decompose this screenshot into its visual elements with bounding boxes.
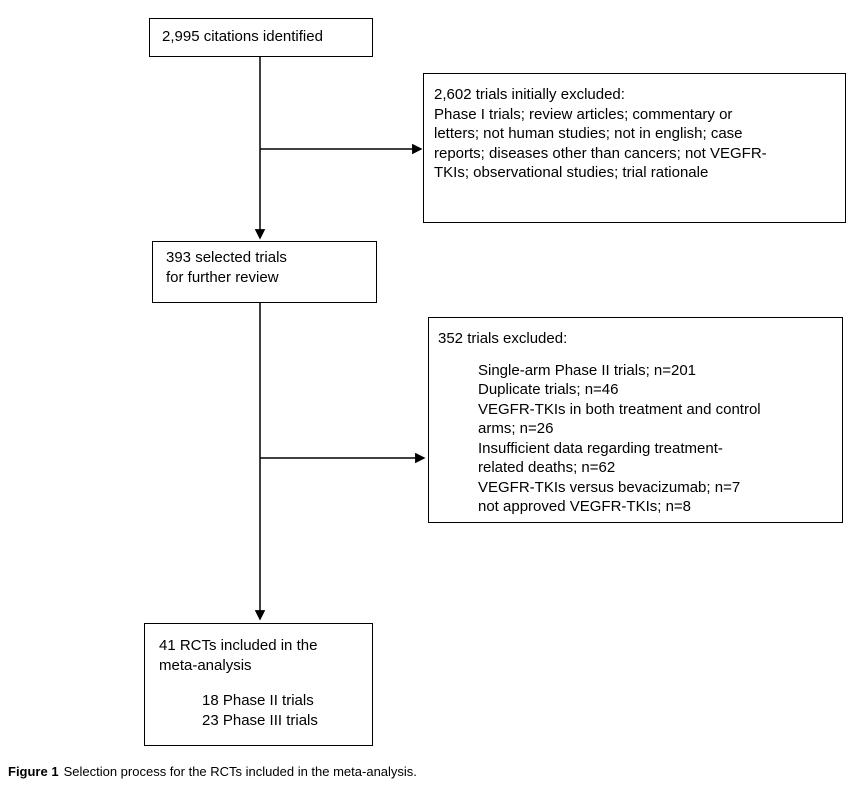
trials-excluded-item: VEGFR-TKIs in both treatment and control [478, 400, 761, 418]
figure-caption-text: Selection process for the RCTs included … [63, 764, 417, 779]
selected-trials-box: 393 selected trials for further review [152, 241, 377, 303]
rcts-included-line: 41 RCTs included in the [159, 637, 318, 654]
initially-excluded-line: letters; not human studies; not in engli… [434, 125, 743, 142]
trials-excluded-item: Duplicate trials; n=46 [478, 381, 619, 398]
citations-identified-text: 2,995 citations identified [162, 28, 323, 45]
trials-excluded-item: VEGFR-TKIs versus bevacizumab; n=7 [478, 478, 741, 496]
rcts-included-item: 18 Phase II trials [202, 692, 314, 709]
figure-caption: Figure 1 Selection process for the RCTs i… [8, 764, 417, 780]
trials-excluded-header: 352 trials excluded: [438, 330, 568, 347]
figure-caption-label: Figure 1 [8, 764, 59, 779]
trials-excluded-item: Single-arm Phase II trials; n=201 [478, 361, 697, 379]
initially-excluded-line: TKIs; observational studies; trial ratio… [434, 164, 709, 181]
selected-trials-line: 393 selected trials [166, 249, 287, 266]
trials-excluded-items: Single-arm Phase II trials; n=201 Duplic… [478, 361, 833, 517]
rcts-included-box: 41 RCTs included in the meta-analysis 18… [144, 623, 373, 746]
rcts-included-line: meta-analysis [159, 656, 252, 674]
initially-excluded-line: 2,602 trials initially excluded: [434, 86, 625, 103]
trials-excluded-box: 352 trials excluded: Single-arm Phase II… [428, 317, 843, 523]
initially-excluded-line: reports; diseases other than cancers; no… [434, 144, 767, 162]
trials-excluded-item: related deaths; n=62 [478, 459, 616, 476]
rcts-included-items: 18 Phase II trials 23 Phase III trials [202, 691, 358, 730]
trials-excluded-item: arms; n=26 [478, 420, 554, 437]
rcts-included-item: 23 Phase III trials [202, 711, 318, 729]
trials-excluded-item: Insufficient data regarding treatment- [478, 439, 723, 457]
initially-excluded-box: 2,602 trials initially excluded: Phase I… [423, 73, 846, 223]
initially-excluded-line: Phase I trials; review articles; comment… [434, 105, 733, 123]
selected-trials-line: for further review [166, 268, 279, 286]
citations-identified-box: 2,995 citations identified [149, 18, 373, 57]
trials-excluded-item: not approved VEGFR-TKIs; n=8 [478, 498, 692, 515]
